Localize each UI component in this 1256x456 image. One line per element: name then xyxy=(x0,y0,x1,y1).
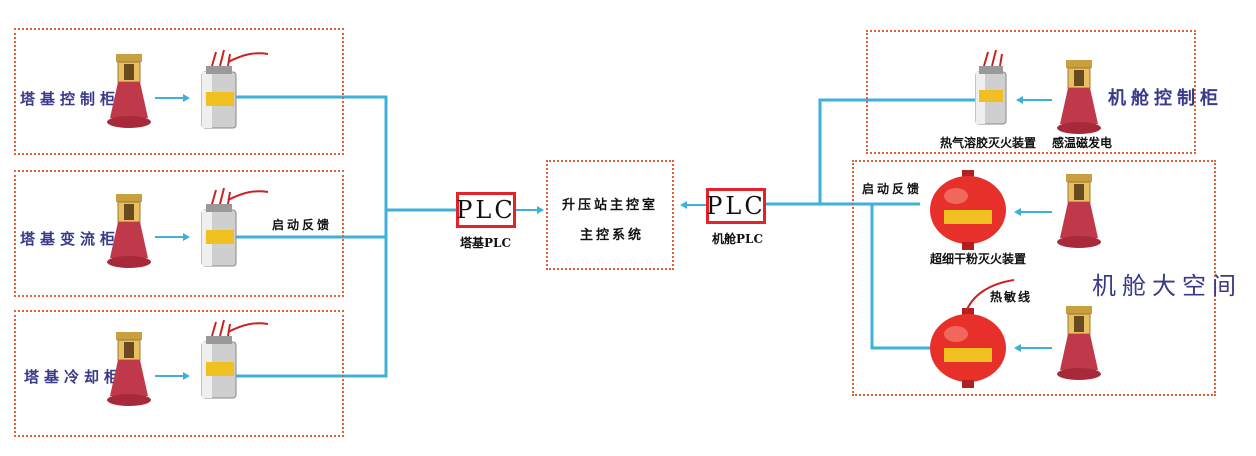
sensor-icon xyxy=(1057,174,1101,248)
dry-powder-device-caption: 超细干粉灭火装置 xyxy=(930,252,1027,266)
sensor-caption: 感温磁发电 xyxy=(1052,136,1113,150)
nacelle-space-box xyxy=(852,160,1216,396)
nacelle-control-label: 机舱控制柜 xyxy=(1108,88,1223,109)
aerosol-device-icon xyxy=(201,49,269,129)
cabinet-box-converter xyxy=(14,170,344,297)
tower-plc-text: PLC xyxy=(456,196,516,224)
sensor-icon xyxy=(1057,306,1101,380)
nacelle-space-label: 机舱大空间 xyxy=(1092,272,1242,300)
nacelle-plc-caption: 机舱PLC xyxy=(712,232,764,246)
cabinet-box-cooling xyxy=(14,310,344,437)
feedback-label-left: 启动反馈 xyxy=(272,218,333,232)
control-room-box: 升压站主控室 主控系统 xyxy=(546,160,674,270)
control-room-subtitle: 主控系统 xyxy=(580,228,645,243)
aerosol-device-caption: 热气溶胶灭火装置 xyxy=(940,136,1037,150)
nacelle-plc-text: PLC xyxy=(706,192,766,220)
sensor-icon xyxy=(1057,60,1101,134)
cabinet-label-converter: 塔基变流柜 xyxy=(20,230,121,248)
aerosol-device-icon xyxy=(201,187,269,267)
nacelle-plc-box: PLC xyxy=(706,188,766,224)
cabinet-label-control: 塔基控制柜 xyxy=(20,90,121,108)
feedback-label-right: 启动反馈 xyxy=(862,182,923,196)
cabinet-box-control xyxy=(14,28,344,155)
aerosol-device-icon xyxy=(975,49,1007,125)
dry-powder-extinguisher-icon xyxy=(930,308,1006,388)
sensor-icon xyxy=(107,332,151,406)
thermal-cable-caption: 热敏线 xyxy=(990,290,1033,304)
tower-plc-box: PLC xyxy=(456,192,516,228)
dry-powder-extinguisher-icon xyxy=(930,170,1006,250)
sensor-icon xyxy=(107,54,151,128)
nacelle-control-box xyxy=(866,30,1196,154)
thermal-cable-icon xyxy=(965,279,1015,313)
cabinet-label-cooling: 塔基冷却柜 xyxy=(24,368,125,386)
sensor-icon xyxy=(107,194,151,268)
control-room-title: 升压站主控室 xyxy=(562,198,659,213)
tower-plc-caption: 塔基PLC xyxy=(460,236,512,250)
aerosol-device-icon xyxy=(201,319,269,399)
